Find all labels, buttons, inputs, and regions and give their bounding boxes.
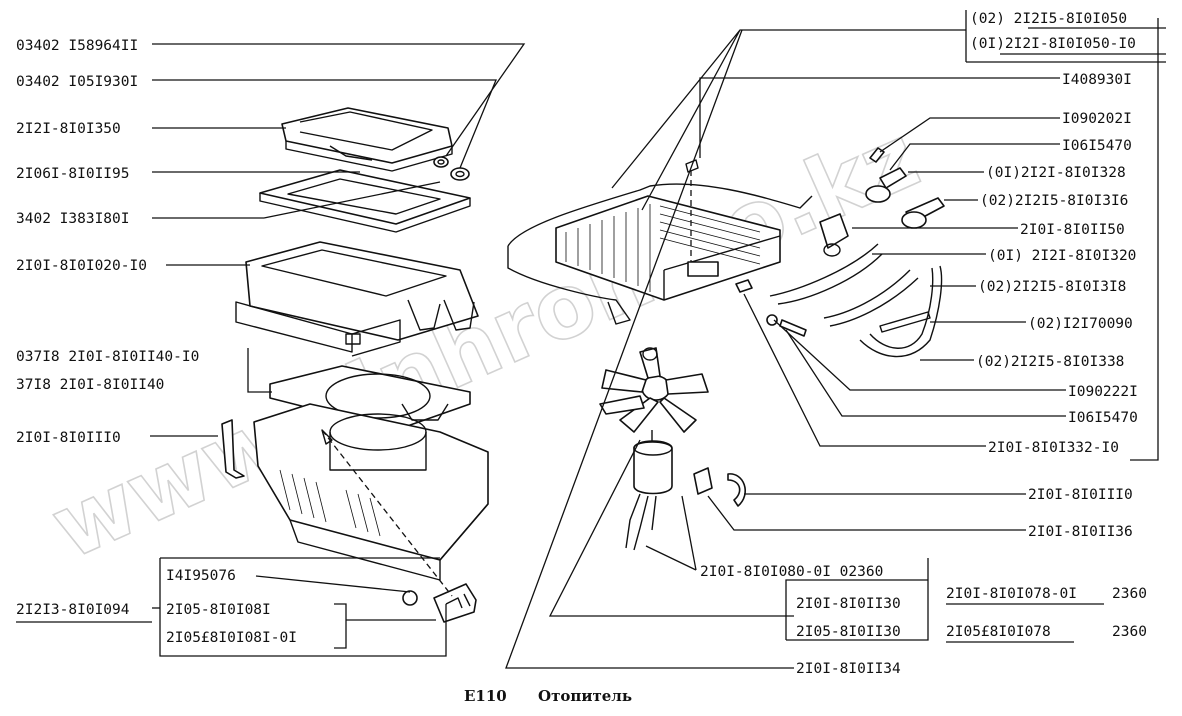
lower-housing bbox=[253, 403, 489, 581]
fan-impeller bbox=[599, 347, 709, 433]
leader-lines-left bbox=[150, 43, 526, 657]
label-2i2i-8i0i350: 2I2I-8I0I350 bbox=[16, 121, 121, 137]
heater-cover bbox=[281, 107, 453, 172]
label-2i0i-8i0iii0-right: 2I0I-8I0III0 bbox=[1028, 487, 1133, 503]
label-02-2i2i5-8i0i3i6: (02)2I2I5-8I0I3I6 bbox=[980, 193, 1128, 209]
label-0i-2i2i-8i0i320: (0I) 2I2I-8I0I320 bbox=[988, 248, 1136, 264]
fan-motor bbox=[625, 430, 673, 551]
label-2i0i-8i0i078-0i: 2I0I-8I0I078-0I bbox=[946, 586, 1077, 602]
label-i4i95076: I4I95076 bbox=[166, 568, 236, 584]
label-2i0i-8i0ii34: 2I0I-8I0II34 bbox=[796, 661, 901, 677]
heater-radiator bbox=[555, 195, 781, 301]
label-2i0i-8i0ii36: 2I0I-8I0II36 bbox=[1028, 524, 1133, 540]
label-i408930i: I408930I bbox=[1062, 72, 1132, 88]
small-fittings bbox=[735, 279, 807, 337]
label-i090222i: I090222I bbox=[1068, 384, 1138, 400]
label-37i8-2i0i-8i0ii40: 37I8 2I0I-8I0II40 bbox=[16, 377, 164, 393]
labels-left: 03402 I58964II 03402 I05I930I 2I2I-8I0I3… bbox=[16, 38, 297, 646]
upper-housing bbox=[235, 241, 479, 357]
label-i06i5470-top: I06I5470 bbox=[1062, 138, 1132, 154]
label-2i05-8i0ii30: 2I05-8I0II30 bbox=[796, 624, 901, 640]
label-2i05-8i0i08i: 2I05-8I0I08I bbox=[166, 602, 271, 618]
label-02-2i2i5-8i0i050: (02) 2I2I5-8I0I050 bbox=[970, 11, 1127, 27]
left-clip bbox=[221, 419, 245, 479]
leader-lines-right bbox=[611, 10, 1166, 531]
label-i06i5470-bottom: I06I5470 bbox=[1068, 410, 1138, 426]
nut-parts bbox=[433, 156, 470, 181]
label-2i0i-8i0i020-i0: 2I0I-8I0I020-I0 bbox=[16, 258, 147, 274]
caption-title: Отопитель bbox=[538, 687, 632, 705]
caption-code: E110 bbox=[464, 687, 507, 705]
heater-hoses bbox=[769, 243, 943, 358]
right-clips bbox=[693, 467, 747, 507]
label-2i0i-8i0ii50: 2I0I-8I0II50 bbox=[1020, 222, 1125, 238]
labels-right: (02) 2I2I5-8I0I050 (0I)2I2I-8I0I050-I0 I… bbox=[970, 11, 1138, 540]
switch-block bbox=[402, 583, 477, 623]
label-2i0i-8i0i080-0i-02360: 2I0I-8I0I080-0I 02360 bbox=[700, 564, 883, 580]
label-0i-2i2i-8i0i050-i0: (0I)2I2I-8I0I050-I0 bbox=[970, 36, 1136, 52]
label-2360-second: 2360 bbox=[1112, 624, 1147, 640]
label-03402-i58964ii: 03402 I58964II bbox=[16, 38, 138, 54]
label-i090202i: I090202I bbox=[1062, 111, 1132, 127]
label-03402-i05i930i: 03402 I05I930I bbox=[16, 74, 138, 90]
assembly-arrow bbox=[321, 429, 453, 597]
label-02-i2i70090: (02)I2I70090 bbox=[1028, 316, 1133, 332]
label-037i8-2i0i-8i0ii40-i0: 037I8 2I0I-8I0II40-I0 bbox=[16, 349, 199, 365]
label-3402-i383i80i: 3402 I383I80I bbox=[16, 211, 130, 227]
label-2i2i3-8i0i094: 2I2I3-8I0I094 bbox=[16, 602, 130, 618]
leader-lines-bottom bbox=[505, 29, 929, 669]
seal-frame bbox=[259, 169, 471, 233]
pipe-fittings bbox=[819, 167, 945, 257]
figure-caption: E110 Отопитель bbox=[464, 687, 632, 705]
label-2i0i-8i0iii0-left: 2I0I-8I0III0 bbox=[16, 430, 121, 446]
label-2i05-8i0i08i-0i: 2I05£8I0I08I-0I bbox=[166, 630, 297, 646]
label-0i-2i2i-8i0i328: (0I)2I2I-8I0I328 bbox=[986, 165, 1126, 181]
label-2i05-8i0i078: 2I05£8I0I078 bbox=[946, 624, 1051, 640]
label-2i0i-8i0ii30: 2I0I-8I0II30 bbox=[796, 596, 901, 612]
label-02-2i2i5-8i0i3i8: (02)2I2I5-8I0I3I8 bbox=[978, 279, 1126, 295]
labels-bottom: 2I0I-8I0I080-0I 02360 2I0I-8I0II30 2I05-… bbox=[700, 564, 1147, 677]
radiator-hose-loop bbox=[507, 183, 813, 325]
label-2i06i-8i0ii95: 2I06I-8I0II95 bbox=[16, 166, 130, 182]
label-2i0i-8i0i332-i0: 2I0I-8I0I332-I0 bbox=[988, 440, 1119, 456]
label-2360-first: 2360 bbox=[1112, 586, 1147, 602]
label-02-2i2i5-8i0i338: (02)2I2I5-8I0I338 bbox=[976, 354, 1124, 370]
label-underlines bbox=[16, 27, 1166, 643]
